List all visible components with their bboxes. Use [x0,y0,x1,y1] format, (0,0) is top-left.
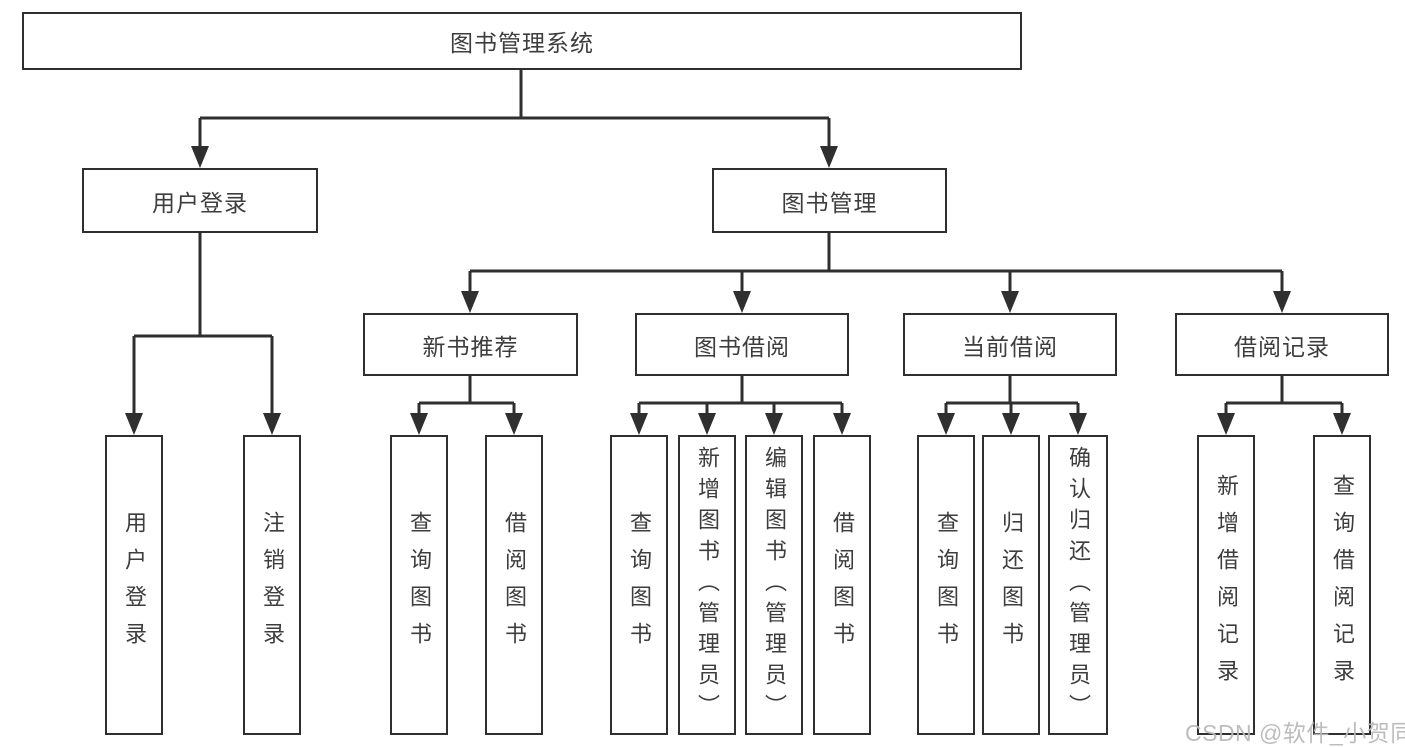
leaf-borrow-books-borrowing: 借阅图书 [813,435,871,735]
leaf-query-borrow-record: 查询借阅记录 [1313,435,1371,735]
node-book-management: 图书管理 [712,168,947,233]
leaf-add-books-admin: 新增图书（管理员） [678,435,736,735]
node-current-borrowing: 当前借阅 [903,313,1117,376]
node-borrowing-records: 借阅记录 [1175,313,1389,376]
leaf-edit-books-admin: 编辑图书（管理员） [745,435,803,735]
leaf-borrow-books-recommend: 借阅图书 [485,435,543,735]
node-new-book-recommendation: 新书推荐 [363,313,578,376]
csdn-watermark: CSDN @软件_小贺同学 [1185,720,1405,746]
leaf-query-books-borrowing: 查询图书 [610,435,668,735]
node-library-management-system: 图书管理系统 [22,12,1022,70]
leaf-logout: 注销登录 [243,435,301,735]
leaf-confirm-return-admin: 确认归还（管理员） [1048,435,1108,735]
leaf-query-books-recommend: 查询图书 [390,435,448,735]
leaf-query-books-current: 查询图书 [917,435,975,735]
leaf-add-borrow-record: 新增借阅记录 [1197,435,1255,735]
leaf-return-books: 归还图书 [982,435,1040,735]
node-book-borrowing: 图书借阅 [635,313,849,376]
node-user-login: 用户登录 [82,168,318,233]
leaf-user-login: 用户登录 [105,435,163,735]
